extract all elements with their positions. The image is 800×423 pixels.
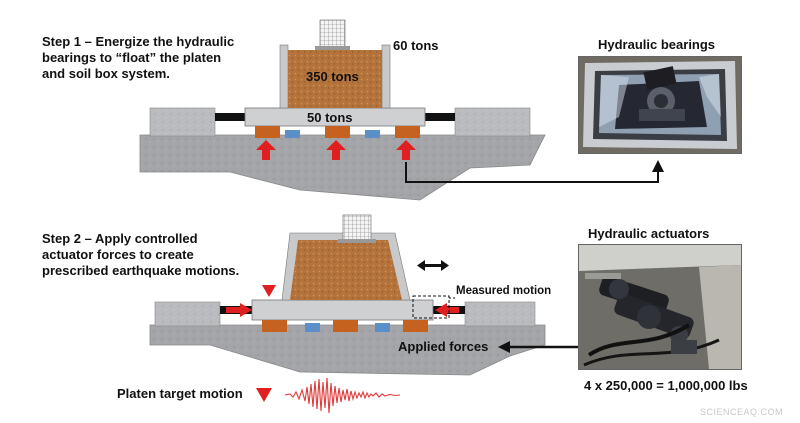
step2-soil	[290, 240, 402, 300]
step1-line1: Step 1 – Energize the hydraulic	[42, 34, 235, 49]
step2-left-block	[154, 301, 221, 327]
step1-left-rod	[215, 113, 245, 121]
step2-building-base	[338, 239, 376, 243]
actuators-photo-title: Hydraulic actuators	[588, 226, 710, 241]
step1-setup	[139, 19, 664, 201]
step2-line2: actuator forces to create	[42, 247, 194, 262]
actuator-force-arrow-right	[435, 303, 459, 317]
step1-soil-wall-right	[381, 44, 391, 109]
platen-target-motion-label: Platen target motion	[117, 386, 243, 401]
step2-ground	[149, 324, 546, 376]
applied-forces-arrowhead	[498, 341, 510, 353]
step1-building-base	[315, 46, 350, 50]
actuator-force-arrow-left	[226, 303, 252, 317]
target-marker-triangle	[262, 285, 276, 297]
step1-left-block	[149, 107, 216, 137]
step2-line1: Step 2 – Apply controlled	[42, 231, 198, 246]
hydraulic-bearings-image	[579, 57, 741, 153]
step1-description: Step 1 – Energize the hydraulic bearings…	[42, 34, 272, 82]
lift-arrow-1	[256, 140, 276, 160]
step1-bearing-2	[285, 130, 300, 138]
step1-ground	[139, 134, 546, 201]
platen-weight-label: 50 tons	[307, 110, 353, 125]
step1-line3: and soil box system.	[42, 66, 170, 81]
step1-soil-wall-left	[279, 44, 289, 109]
step2-bearing-1	[262, 320, 287, 332]
step1-right-block	[454, 107, 531, 137]
step2-building-model	[342, 214, 372, 242]
shake-double-arrow	[417, 260, 449, 271]
bearings-callout-line	[405, 162, 659, 183]
step2-bearing-3	[333, 320, 358, 332]
step2-bearing-4	[375, 323, 390, 332]
step1-bearing-4	[365, 130, 380, 138]
step1-soil	[288, 50, 382, 108]
lift-arrow-2	[326, 140, 346, 160]
earthquake-waveform	[284, 377, 401, 414]
step1-bearing-1	[255, 126, 280, 138]
hydraulic-actuators-photo	[578, 244, 742, 370]
hydraulic-actuators-image	[579, 245, 741, 369]
measured-motion-box	[412, 295, 450, 319]
lift-arrow-3	[396, 140, 416, 160]
hydraulic-bearings-photo	[578, 56, 742, 154]
step2-description: Step 2 – Apply controlled actuator force…	[42, 231, 272, 279]
step1-bearing-5	[395, 126, 420, 138]
step1-bearing-3	[325, 126, 350, 138]
actuator-capacity-label: 4 x 250,000 = 1,000,000 lbs	[584, 378, 748, 393]
platen-target-triangle	[256, 388, 272, 402]
step1-building-model	[319, 19, 346, 49]
watermark: SCIENCEAQ.COM	[700, 407, 784, 417]
step1-line2: bearings to “float” the platen	[42, 50, 222, 65]
step2-bearing-2	[305, 323, 320, 332]
bearings-callout-arrowhead	[652, 160, 664, 172]
measured-motion-label: Measured motion	[456, 285, 552, 297]
step1-lift-arrows	[256, 140, 416, 160]
wall-weight-label: 60 tons	[393, 38, 439, 53]
soil-weight-label: 350 tons	[306, 69, 359, 84]
step2-platen	[251, 299, 434, 321]
step2-line3: prescribed earthquake motions.	[42, 263, 240, 278]
step2-setup	[149, 214, 580, 414]
applied-forces-label: Applied forces	[398, 339, 489, 354]
bearings-photo-title: Hydraulic bearings	[598, 37, 716, 52]
step1-right-rod	[425, 113, 455, 121]
step2-right-block	[464, 301, 536, 327]
step2-bearing-5	[403, 320, 428, 332]
